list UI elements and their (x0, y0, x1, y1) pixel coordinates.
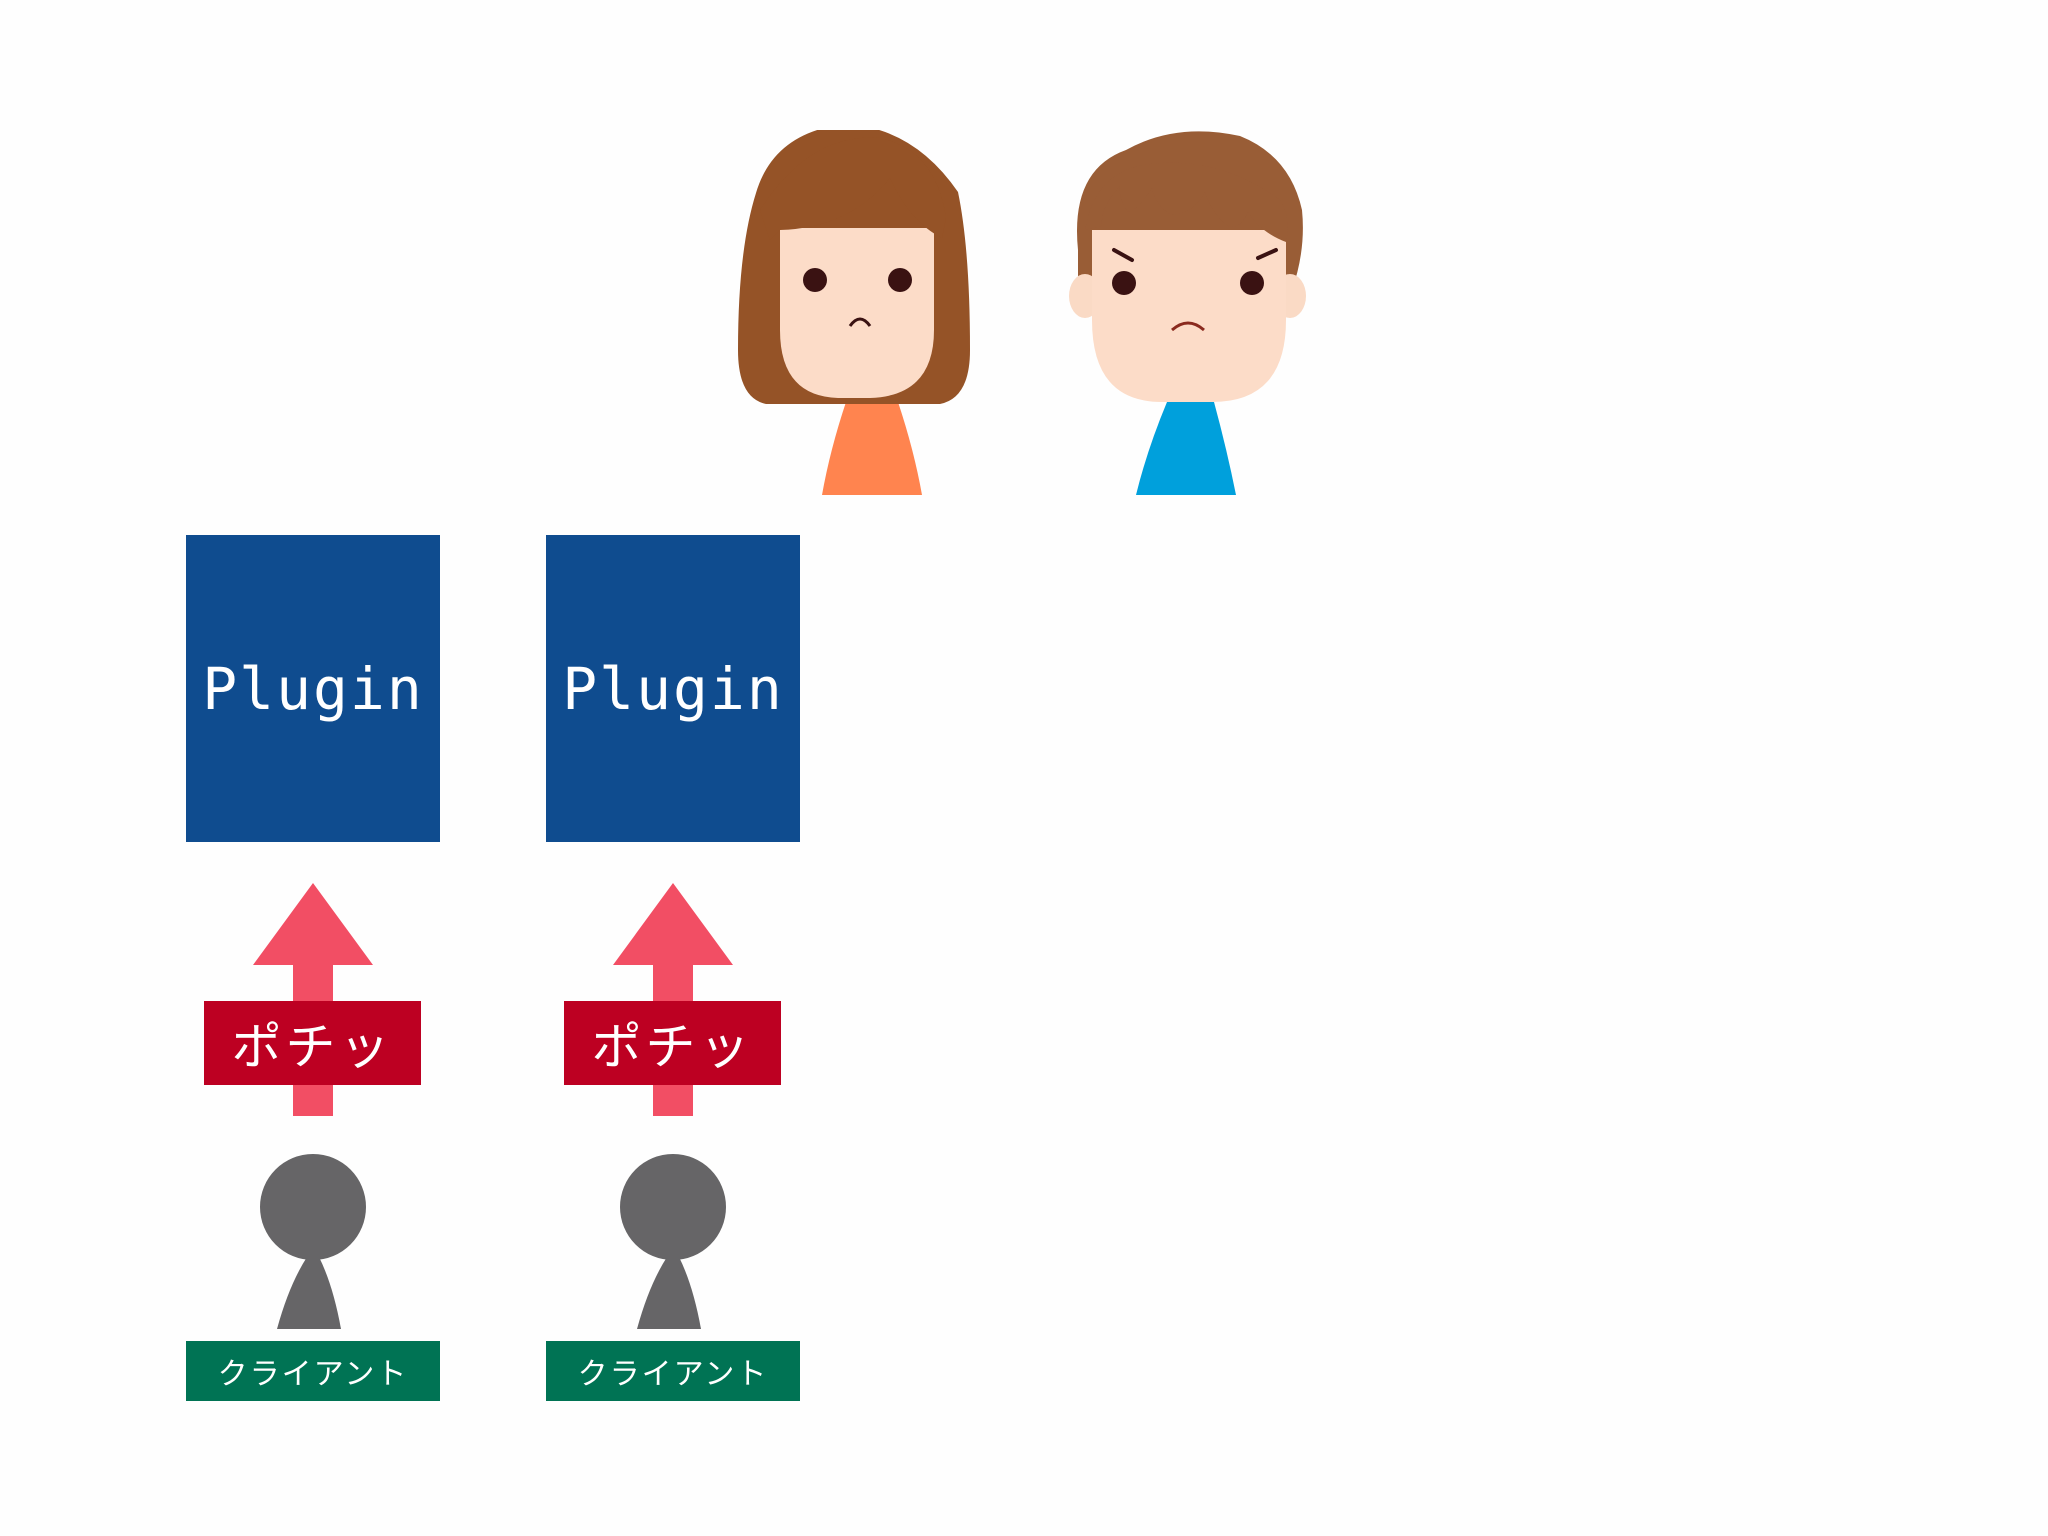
boy-face (1092, 230, 1286, 402)
user-icon (260, 1154, 366, 1329)
plugin-column-1: Plugin ポチッ クライアント (186, 535, 440, 1405)
boy-left-eye (1112, 271, 1136, 295)
up-arrow-icon (253, 883, 373, 1116)
girl-bangs (760, 137, 946, 240)
boy-mouth (1171, 321, 1205, 332)
plugin-column-2: Plugin ポチッ クライアント (546, 535, 800, 1405)
girl-right-eye (888, 268, 912, 292)
user-icon (620, 1154, 726, 1329)
girl-mouth (848, 317, 872, 327)
click-action-label: ポチッ (204, 1001, 421, 1085)
click-action-label: ポチッ (564, 1001, 781, 1085)
boy-right-eye (1240, 271, 1264, 295)
characters-group (738, 130, 1306, 495)
girl-shirt (822, 402, 922, 495)
client-label: クライアント (186, 1341, 440, 1401)
boy-bangs (1085, 162, 1288, 242)
plugin-box: Plugin (186, 535, 440, 842)
up-arrow-icon (613, 883, 733, 1116)
girl-left-eye (803, 268, 827, 292)
girl-face (780, 228, 934, 398)
boy-left-brow (1112, 248, 1134, 262)
boy-shirt (1136, 402, 1236, 495)
plugin-box: Plugin (546, 535, 800, 842)
boy-right-brow (1256, 248, 1278, 260)
girl-character (738, 130, 970, 495)
client-label: クライアント (546, 1341, 800, 1401)
boy-character (1069, 131, 1306, 495)
